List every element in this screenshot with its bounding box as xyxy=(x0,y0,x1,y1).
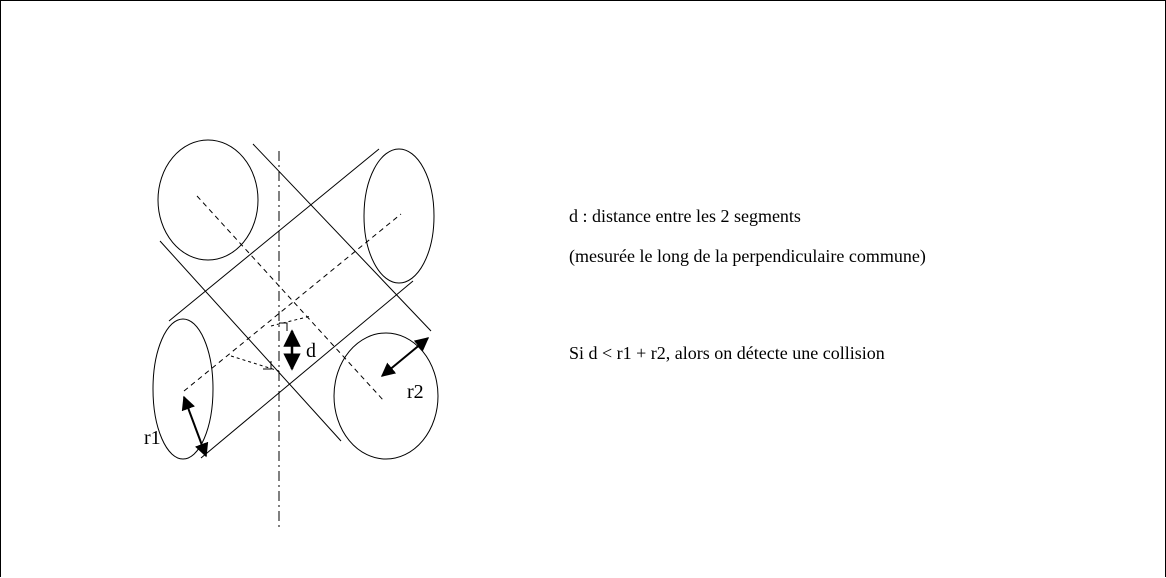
projection-line-upper xyxy=(270,315,312,327)
cylinder-1 xyxy=(157,139,439,460)
radius-r1-arrow xyxy=(181,395,209,458)
cylinder-2-top-cap xyxy=(363,148,435,284)
cylinder-1-bottom-cap xyxy=(333,332,439,460)
right-angle-mark-lower xyxy=(263,361,272,370)
label-r1: r1 xyxy=(144,427,161,449)
cylinder-1-axis xyxy=(196,195,385,402)
right-angle-mark-upper xyxy=(279,322,288,331)
collision-condition-text: Si d < r1 + r2, alors on détecte une col… xyxy=(569,343,885,363)
label-d: d xyxy=(306,340,316,362)
cylinder-2-edge-lower xyxy=(200,280,414,459)
label-r2: r2 xyxy=(407,381,424,403)
cylinder-2-bottom-cap xyxy=(152,318,214,460)
common-perpendicular-construction xyxy=(230,315,312,372)
cylinder-1-top-cap xyxy=(157,139,259,261)
cylinder-1-edge-lower xyxy=(159,240,342,442)
projection-line-lower xyxy=(230,355,280,372)
cylinder-2-edge-upper xyxy=(168,148,380,322)
cylinder-1-edge-upper xyxy=(252,143,432,332)
measurement-note-text: (mesurée le long de la perpendiculaire c… xyxy=(569,246,926,266)
cylinder-2-axis xyxy=(183,213,402,392)
cylinder-2 xyxy=(152,148,435,460)
distance-definition-text: d : distance entre les 2 segments xyxy=(569,206,801,226)
radius-r2-arrow xyxy=(380,337,430,377)
